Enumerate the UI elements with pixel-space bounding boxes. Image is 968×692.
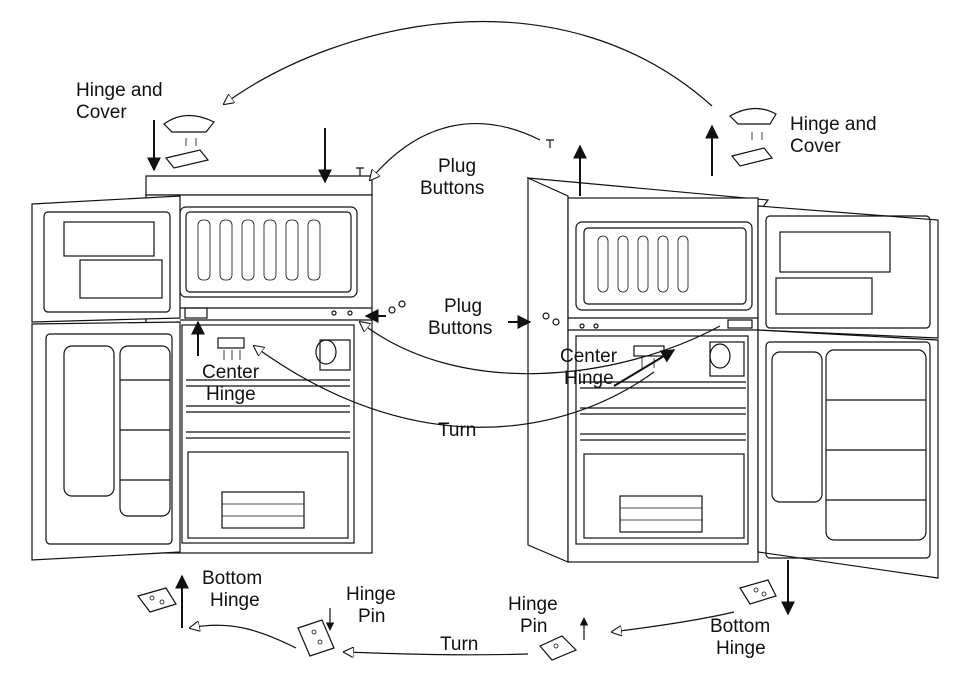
- label-plug-top-1: Plug: [438, 156, 476, 177]
- hinge-pin-right-part: [539, 635, 578, 661]
- plug-button-parts: [356, 139, 560, 326]
- label-plug-top-2: Buttons: [420, 178, 484, 199]
- label-hinge-cover-left-2: Cover: [76, 102, 127, 123]
- label-turn-mid: Turn: [438, 420, 476, 441]
- bottom-hinge-left-part: [136, 587, 177, 613]
- label-plug-mid-1: Plug: [444, 296, 482, 317]
- hinge-cover-left-part: [163, 114, 215, 169]
- arrows: [147, 20, 795, 655]
- label-bottom-left-1: Bottom: [202, 568, 262, 589]
- label-center-left-1: Center: [202, 362, 260, 383]
- label-hinge-cover-right-2: Cover: [790, 136, 841, 157]
- left-fridge: [31, 175, 373, 561]
- label-hinge-cover-left-1: Hinge and: [76, 80, 163, 101]
- hinge-pin-left-part: [297, 619, 335, 657]
- label-pin-left-1: Hinge: [346, 584, 396, 605]
- label-pin-right-2: Pin: [520, 616, 547, 637]
- label-bottom-left-2: Hinge: [210, 590, 260, 611]
- label-plug-mid-2: Buttons: [428, 318, 492, 339]
- hinge-cover-right-part: [729, 107, 777, 167]
- label-center-right-1: Center: [560, 346, 618, 367]
- label-hinge-cover-right-1: Hinge and: [790, 114, 877, 135]
- label-bottom-right-1: Bottom: [710, 616, 770, 637]
- label-pin-left-2: Pin: [358, 606, 385, 627]
- label-pin-right-1: Hinge: [508, 594, 558, 615]
- bottom-hinge-right-part: [739, 579, 777, 605]
- label-center-right-2: Hinge: [564, 368, 614, 389]
- label-turn-bottom: Turn: [440, 634, 478, 655]
- label-bottom-right-2: Hinge: [716, 638, 766, 659]
- label-center-left-2: Hinge: [206, 384, 256, 405]
- labels: Hinge and Cover Hinge and Cover Plug But…: [76, 80, 877, 659]
- right-fridge: [526, 177, 939, 579]
